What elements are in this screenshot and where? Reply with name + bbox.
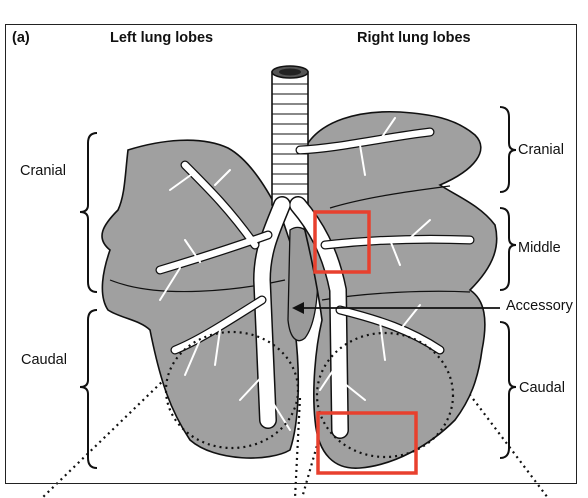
right-cranial-label: Cranial (518, 142, 564, 158)
trachea (272, 66, 308, 205)
left-cranial-label: Cranial (20, 163, 66, 179)
accessory-label: Accessory (506, 298, 573, 314)
left-caudal-label: Caudal (21, 352, 67, 368)
panel-label: (a) (12, 30, 30, 46)
right-lobes-header: Right lung lobes (357, 30, 471, 46)
right-middle-label: Middle (518, 240, 561, 256)
right-caudal-label: Caudal (519, 380, 565, 396)
left-lobes-header: Left lung lobes (110, 30, 213, 46)
